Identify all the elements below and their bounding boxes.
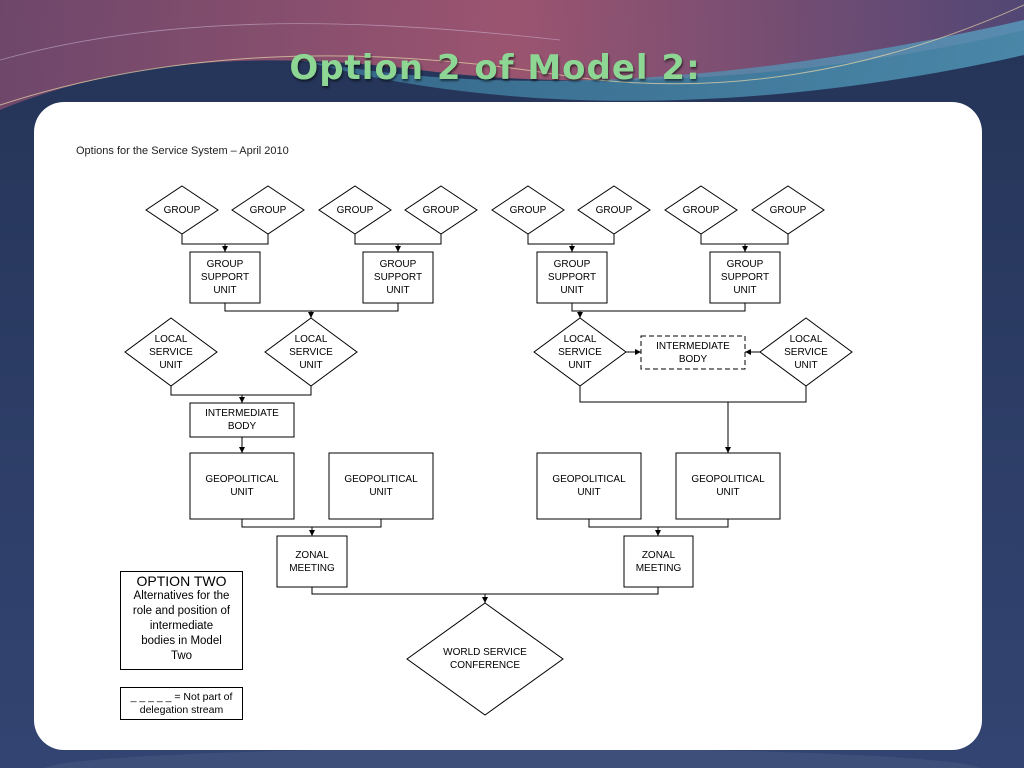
local-service-unit-4 <box>759 317 853 387</box>
group-diamond-1 <box>145 185 219 235</box>
group-pair-connector-4 <box>700 234 789 245</box>
slide-title: Option 2 of Model 2: <box>289 48 701 88</box>
zonal-meeting-left <box>276 535 348 588</box>
group-diamond-4 <box>404 185 478 235</box>
intermediate-body-right <box>640 335 746 370</box>
group-support-unit-2 <box>362 251 434 304</box>
group-pair-connector-3 <box>527 234 615 245</box>
group-support-unit-1 <box>189 251 261 304</box>
connector-lines <box>170 234 807 603</box>
group-support-unit-3 <box>536 251 608 304</box>
geopolitical-unit-4 <box>675 452 781 520</box>
group-diamond-6 <box>577 185 651 235</box>
group-pair-connector-2 <box>354 234 442 245</box>
geo-right-join <box>588 519 729 528</box>
group-support-unit-4 <box>709 251 781 304</box>
lsu-left-join <box>170 386 312 396</box>
option-two-legend: OPTION TWO Alternatives for the role and… <box>120 571 243 670</box>
group-diamond-8 <box>751 185 825 235</box>
zonal-join <box>311 587 659 595</box>
group-diamond-7 <box>664 185 738 235</box>
geopolitical-unit-2 <box>328 452 434 520</box>
local-service-unit-1 <box>124 317 218 387</box>
world-service-conference <box>406 602 564 716</box>
geopolitical-unit-3 <box>536 452 642 520</box>
group-pair-connector-1 <box>181 234 269 245</box>
group-diamond-2 <box>231 185 305 235</box>
dashed-line-key: _ _ _ _ _ = Not part of delegation strea… <box>120 687 243 720</box>
diagram-shapes <box>124 185 853 716</box>
local-service-unit-3 <box>533 317 627 387</box>
intermediate-body-left <box>189 402 295 438</box>
geopolitical-unit-1 <box>189 452 295 520</box>
local-service-unit-2 <box>264 317 358 387</box>
group-diamond-3 <box>318 185 392 235</box>
gsu-right-join <box>571 303 746 312</box>
lsu-right-join <box>579 386 807 403</box>
document-heading: Options for the Service System – April 2… <box>76 145 289 157</box>
gsu-left-join <box>224 303 399 312</box>
option-two-description: Alternatives for the role and position o… <box>132 590 231 662</box>
option-two-title: OPTION TWO <box>136 573 227 589</box>
zonal-meeting-right <box>623 535 694 588</box>
group-diamond-5 <box>491 185 565 235</box>
geo-left-join <box>241 519 382 528</box>
